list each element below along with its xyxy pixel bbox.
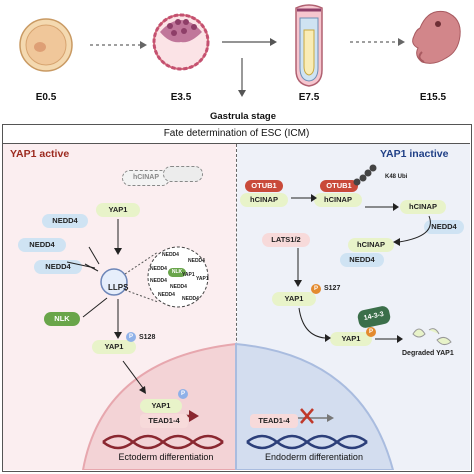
otub1-pill-b: OTUB1 [320, 180, 358, 192]
phospho-badge-nuc: P [178, 389, 188, 399]
droplet-nlk: NLK [168, 268, 186, 277]
hcinap-pill-c: hCINAP [400, 200, 446, 214]
right-title: YAP1 inactive [380, 148, 449, 160]
hcinap-pill-d: hCINAP [348, 238, 394, 252]
ghost-partner-pill [163, 166, 203, 182]
yap1-pill-nuc: YAP1 [140, 399, 182, 413]
nedd4-pill-d: NEDD4 [340, 253, 384, 267]
phospho-badge-bind: P [366, 327, 376, 337]
droplet-item-1: NEDD4 [162, 252, 179, 258]
yap1-pill-mid: YAP1 [92, 340, 136, 354]
lats-pill: LATS1/2 [262, 233, 310, 247]
hcinap-pill-b: hCINAP [314, 193, 362, 207]
tead-pill-left: TEAD1-4 [140, 414, 188, 428]
stage-label-e0-5: E0.5 [35, 92, 57, 103]
s128-label: S128 [139, 334, 156, 341]
s127-label: S127 [324, 285, 341, 292]
hcinap-ghost-pill: hCINAP [122, 170, 170, 186]
hcinap-pill-a: hCINAP [240, 193, 288, 207]
stage-label-e15-5: E15.5 [419, 92, 447, 103]
left-diagram-svg [66, 219, 224, 450]
droplet-item-3: NEDD4 [150, 266, 167, 272]
nedd4-pill-c: NEDD4 [34, 260, 82, 274]
blastocyst-icon [152, 13, 210, 71]
left-bottom-label: Ectoderm differentiation [118, 452, 214, 462]
stage-illustrations [19, 4, 461, 97]
stage-label-e7-5: E7.5 [298, 92, 320, 103]
nlk-pill: NLK [44, 312, 80, 326]
droplet-item-7: NEDD4 [182, 296, 199, 302]
degraded-label: Degraded YAP1 [402, 350, 454, 357]
nedd4-pill-a: NEDD4 [42, 214, 88, 228]
llps-label: LLPS [108, 283, 129, 292]
yap1-pill-bind: YAP1 [330, 332, 372, 346]
nedd4-pill-b: NEDD4 [18, 238, 66, 252]
stage-label-e3-5: E3.5 [170, 92, 192, 103]
droplet-item-8: NEDD4 [170, 284, 187, 290]
droplet-item-5: NEDD4 [150, 278, 167, 284]
phospho-badge-right: P [311, 284, 321, 294]
otub1-pill-a: OTUB1 [245, 180, 283, 192]
yap1-pill-top: YAP1 [96, 203, 140, 217]
gastrula-stage-label: Gastrula stage [210, 111, 276, 122]
left-title: YAP1 active [10, 148, 70, 160]
right-diagram-svg [246, 164, 452, 450]
embryo-icon [412, 10, 461, 64]
center-divider [236, 144, 237, 470]
gastrula-icon [295, 4, 323, 87]
ubiquitin-chain-icon [353, 164, 377, 186]
nedd4-pill-r: NEDD4 [424, 220, 464, 234]
tead-pill-right: TEAD1-4 [250, 414, 298, 428]
k48-label: K48 Ubi [385, 174, 408, 180]
phospho-badge-left: P [126, 332, 136, 342]
droplet-yap1-a: YAP1 [196, 276, 209, 282]
yap1-pill-r: YAP1 [272, 292, 316, 306]
droplet-item-6: NEDD4 [158, 292, 175, 298]
panel-title: Fate determination of ESC (ICM) [3, 125, 470, 144]
droplet-item-2: NEDD4 [188, 258, 205, 264]
zygote-icon [19, 18, 73, 72]
right-bottom-label: Endoderm differentiation [265, 452, 363, 462]
droplet-yap1-b: YAP1 [182, 272, 195, 278]
